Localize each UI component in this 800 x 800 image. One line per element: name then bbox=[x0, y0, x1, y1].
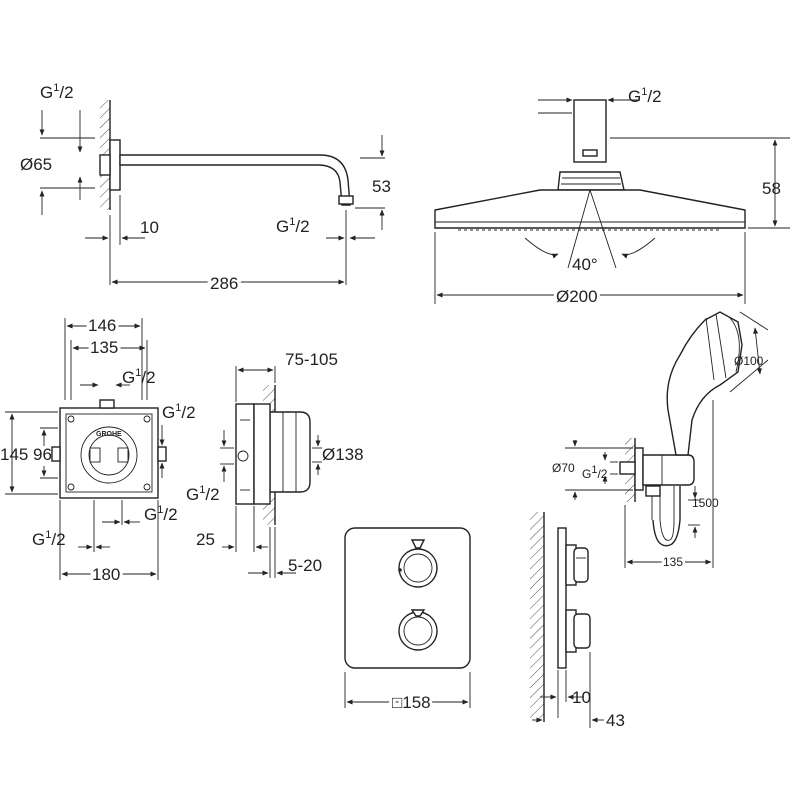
hand-reach-label: 135 bbox=[663, 555, 683, 569]
body-width-1: 146 bbox=[88, 316, 116, 335]
wall-hatch-3 bbox=[530, 512, 544, 722]
side-depth-label: 75-105 bbox=[285, 350, 338, 369]
body-front-view: GROHE 146 135 G1/2 G1/2 145 96 180 bbox=[0, 313, 196, 587]
head-plate bbox=[434, 189, 746, 229]
side-offset-label: 25 bbox=[196, 530, 215, 549]
trim-size-label: □158 bbox=[392, 693, 431, 712]
head-height-label: 58 bbox=[762, 179, 781, 198]
wall-flange bbox=[109, 139, 121, 191]
svg-text:G1/2: G1/2 bbox=[186, 484, 220, 504]
spray-angle-label: 40° bbox=[572, 255, 598, 274]
side-temp-knob bbox=[573, 547, 589, 583]
hand-flange-label: Ø70 bbox=[552, 461, 575, 475]
hand-dia-label: Ø100 bbox=[734, 354, 764, 368]
body-side-view: 75-105 Ø138 G1/2 25 5-20 bbox=[186, 350, 364, 578]
body-cartridge bbox=[80, 426, 138, 484]
body-width-2: 135 bbox=[90, 338, 118, 357]
svg-text:G1/2: G1/2 bbox=[32, 529, 66, 549]
body-height-2: 96 bbox=[33, 445, 52, 464]
svg-text:G1/2: G1/2 bbox=[144, 504, 178, 524]
side-wall-label: 5-20 bbox=[288, 556, 322, 575]
wall-gap-label: 10 bbox=[140, 218, 159, 237]
arm-outlet bbox=[338, 195, 354, 205]
side-flow-knob bbox=[573, 613, 591, 649]
trim-side-view: 10 43 bbox=[530, 512, 625, 730]
svg-text:G1/2: G1/2 bbox=[122, 367, 156, 387]
body-frame bbox=[59, 407, 159, 499]
shower-arm-view: G1/2 Ø65 53 10 G1/2 286 bbox=[20, 82, 391, 296]
hose-length-label: 1500 bbox=[692, 496, 719, 510]
arm-length-label: 286 bbox=[210, 274, 238, 293]
temp-knob bbox=[398, 548, 438, 588]
trim-proj-1: 10 bbox=[572, 688, 591, 707]
hand-shower-view: Ø100 Ø70 G1/2 1500 135 bbox=[552, 311, 769, 572]
svg-text:G1/2: G1/2 bbox=[40, 82, 74, 102]
head-shower-view: 40° G1/2 58 Ø200 bbox=[434, 86, 790, 309]
head-joint bbox=[557, 171, 625, 191]
hand-shower bbox=[666, 311, 743, 456]
svg-text:G1/2: G1/2 bbox=[628, 86, 662, 106]
svg-text:G1/2: G1/2 bbox=[582, 464, 608, 481]
grohe-logo: GROHE bbox=[96, 431, 122, 438]
body-height-1: 145 bbox=[0, 445, 28, 464]
body-inlet bbox=[237, 450, 249, 462]
body-width-3: 180 bbox=[92, 565, 120, 584]
trim-proj-2: 43 bbox=[606, 711, 625, 730]
flow-knob bbox=[398, 611, 438, 651]
trim-front-view: □158 bbox=[344, 527, 471, 715]
trim-plate bbox=[344, 527, 471, 669]
head-diameter-label: Ø200 bbox=[556, 287, 598, 306]
wall-outlet-holder bbox=[642, 454, 695, 486]
flange-dia-label: Ø65 bbox=[20, 155, 52, 174]
svg-text:G1/2: G1/2 bbox=[276, 216, 310, 236]
arm-pipe bbox=[119, 154, 351, 206]
arm-drop-label: 53 bbox=[372, 177, 391, 196]
body-housing bbox=[269, 411, 311, 493]
hose bbox=[652, 486, 681, 547]
svg-text:G1/2: G1/2 bbox=[162, 402, 196, 422]
side-dia-label: Ø138 bbox=[322, 445, 364, 464]
